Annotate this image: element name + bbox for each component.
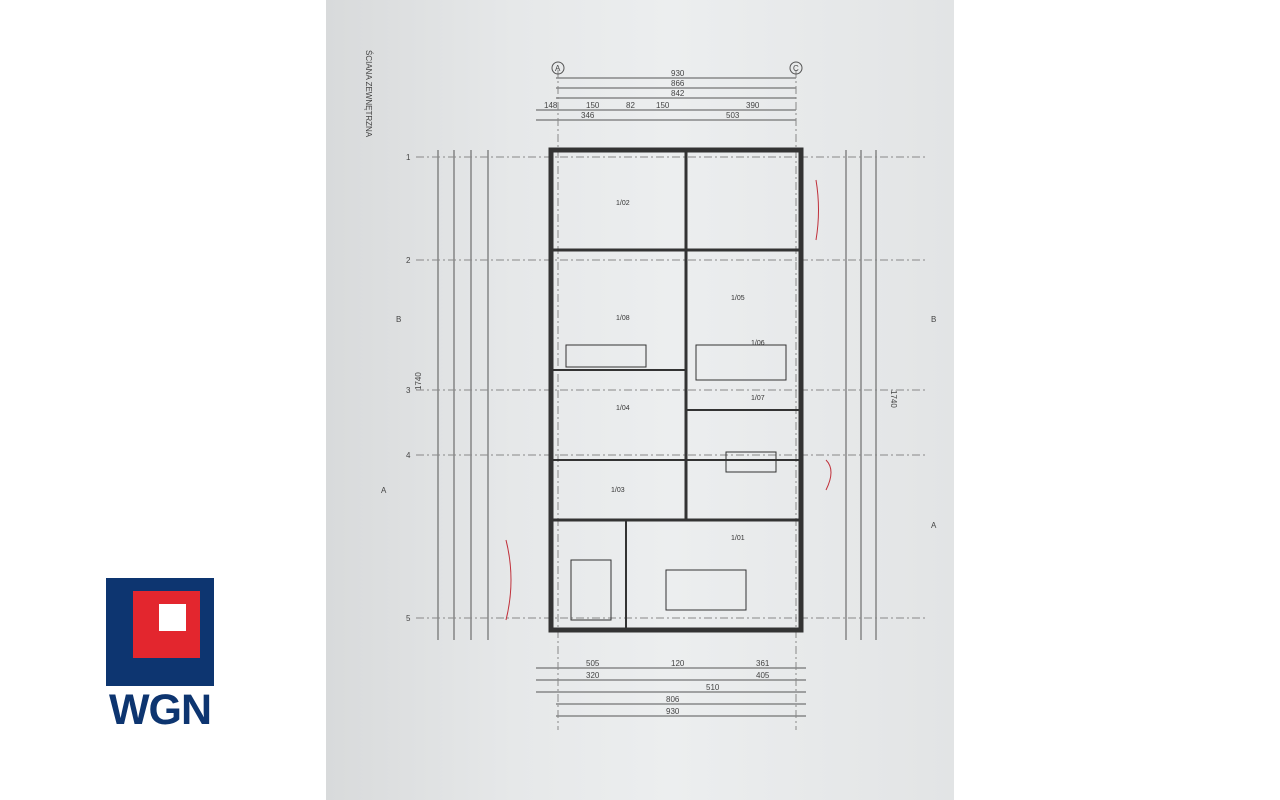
section-mark: B — [396, 315, 401, 324]
dimension: 346 — [581, 111, 595, 120]
dimension: 148 — [544, 101, 558, 110]
dimension: 120 — [671, 659, 685, 668]
axis-label: 5 — [406, 614, 411, 623]
logo-white-square — [159, 604, 186, 631]
room-label: 1/07 — [751, 395, 765, 402]
dimension: 320 — [586, 671, 600, 680]
dimension: 361 — [756, 659, 770, 668]
room-label: 1/02 — [616, 200, 630, 207]
dimension: 806 — [666, 695, 680, 704]
dimension: 930 — [666, 707, 680, 716]
brand-name: WGN — [108, 686, 212, 734]
section-mark: A — [931, 521, 937, 530]
floor-plan-photo: A C 1 2 3 4 5 930 866 842 148 150 82 150… — [326, 0, 954, 800]
dimension: 405 — [756, 671, 770, 680]
room-label: 1/08 — [616, 315, 630, 322]
axis-label: 1 — [406, 153, 411, 162]
legend-title: ŚCIANA ZEWNĘTRZNA — [364, 50, 373, 138]
dimension: 842 — [671, 89, 685, 98]
logo-red-square — [133, 591, 200, 658]
section-mark: A — [381, 486, 387, 495]
axis-label: C — [793, 64, 799, 73]
dimension: 1740 — [414, 372, 423, 390]
room-label: 1/05 — [731, 295, 745, 302]
dimension: 1740 — [889, 390, 898, 408]
room-label: 1/06 — [751, 340, 765, 347]
dimension: 503 — [726, 111, 740, 120]
room-label: 1/03 — [611, 487, 625, 494]
dimension: 150 — [586, 101, 600, 110]
dimension: 866 — [671, 79, 685, 88]
dimension: 82 — [626, 101, 635, 110]
room-label: 1/04 — [616, 405, 630, 412]
dimension: 150 — [656, 101, 670, 110]
dimension: 390 — [746, 101, 760, 110]
wgn-logo — [106, 578, 214, 686]
axis-label: 3 — [406, 386, 411, 395]
floor-plan-drawing: A C 1 2 3 4 5 930 866 842 148 150 82 150… — [364, 50, 937, 730]
room-label: 1/01 — [731, 535, 745, 542]
dimension: 510 — [706, 683, 720, 692]
dimension: 930 — [671, 69, 685, 78]
dimension: 505 — [586, 659, 600, 668]
axis-label: A — [555, 64, 561, 73]
section-mark: B — [931, 315, 936, 324]
axis-label: 4 — [406, 451, 411, 460]
axis-label: 2 — [406, 256, 411, 265]
